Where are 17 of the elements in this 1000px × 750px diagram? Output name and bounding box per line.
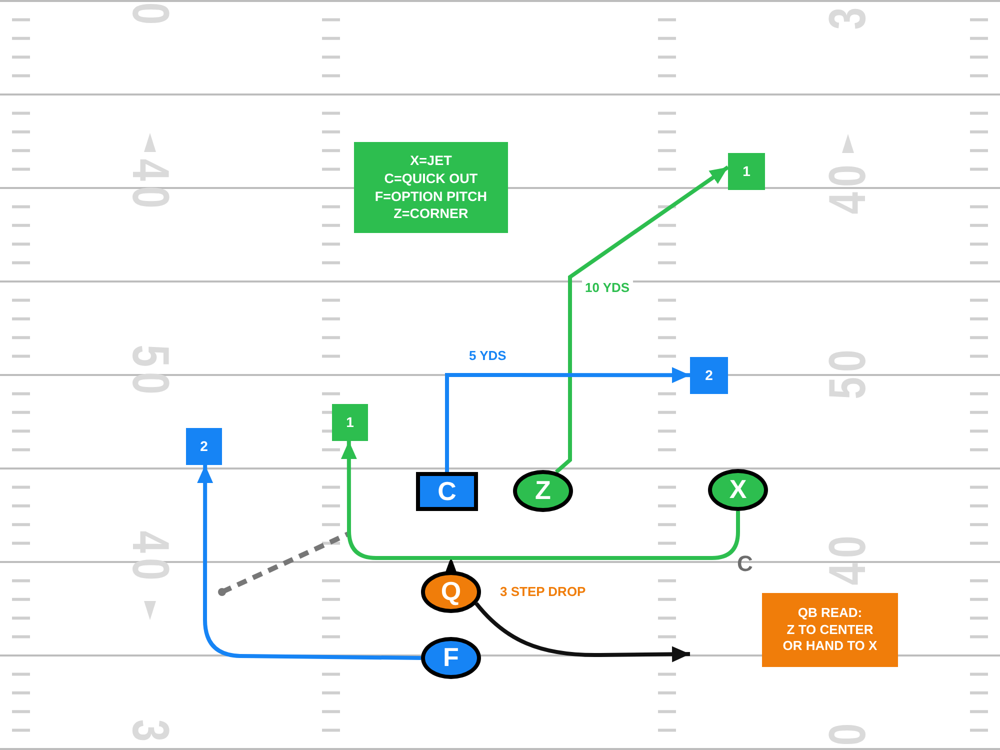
route-arrow	[554, 165, 730, 474]
route-letter: C	[737, 552, 753, 576]
player-oval: F	[421, 637, 481, 679]
route-arrow	[474, 602, 690, 662]
qb-read-note: QB READ: Z TO CENTER OR HAND TO X	[762, 593, 898, 667]
read-order-tag: 1	[332, 404, 368, 441]
player-oval: X	[708, 469, 768, 511]
read-order-tag: 2	[690, 357, 728, 394]
read-order-tag: 1	[728, 153, 765, 190]
route-key-panel: X=JET C=QUICK OUT F=OPTION PITCH Z=CORNER	[354, 142, 508, 233]
read-order-tag: 2	[186, 428, 222, 465]
route-arrow	[340, 441, 740, 560]
drop-caption: 3 STEP DROP	[500, 585, 586, 600]
player-oval: Z	[513, 470, 573, 512]
center-player-square: C	[416, 472, 478, 511]
route-arrow	[197, 465, 422, 660]
route-arrow	[445, 367, 690, 472]
